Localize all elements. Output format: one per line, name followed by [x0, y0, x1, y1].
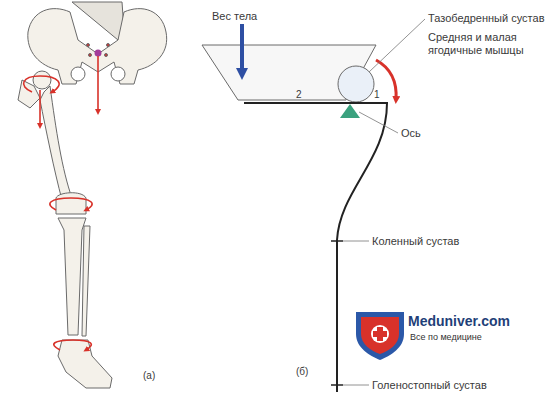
- watermark-logo-part: [361, 317, 399, 354]
- leg-skeleton-part: [107, 44, 110, 47]
- leg-skeleton-part: [71, 67, 85, 81]
- leg-skeleton-part: [87, 44, 90, 47]
- panel-letter: (б): [296, 366, 308, 378]
- leader-lines-part: [359, 112, 398, 133]
- leader-lines-part: [369, 19, 425, 72]
- watermark-logo: [356, 312, 404, 360]
- watermark-logo-part: [373, 327, 387, 341]
- part-label: Средняя и малая ягодичные мышцы: [428, 31, 540, 57]
- leader-lines-part: [343, 385, 369, 386]
- joint-ticks-part: [331, 384, 343, 386]
- force-arrows-part: [24, 76, 60, 92]
- leg-skeleton-part: [82, 226, 90, 336]
- watermark-logo-part: [371, 325, 389, 343]
- joint-ticks-part: [331, 240, 343, 242]
- leg-skeleton-part: [105, 54, 108, 57]
- watermark: Все по медицине: [410, 332, 482, 343]
- force-arrows: [24, 56, 98, 350]
- lever-arm-number: 2: [296, 89, 302, 101]
- force-arrows-part: [50, 198, 92, 210]
- leg-skeleton-part: [72, 2, 124, 40]
- part-label: Коленный сустав: [372, 235, 459, 248]
- leg-skeleton-part: [111, 67, 125, 81]
- leg-skeleton-part: [56, 193, 86, 214]
- leg-skeleton-part: [89, 54, 92, 57]
- force-arrows-part: [54, 340, 92, 350]
- part-label: Ось: [401, 127, 421, 140]
- leg-skeleton-part: [18, 80, 40, 108]
- joint-ticks: [331, 241, 343, 385]
- leader-lines: [343, 19, 425, 385]
- part-label: Голеностопный сустав: [372, 379, 487, 392]
- force-arrows-part: [97, 56, 99, 112]
- leg-skeleton-part: [58, 218, 86, 335]
- fulcrum-triangle: [340, 104, 360, 118]
- leg-skeleton-part: [33, 71, 51, 89]
- lever-bar: [244, 102, 388, 104]
- lever-arm-number: 1: [374, 89, 380, 101]
- hip-joint-circle: [338, 66, 374, 102]
- body-weight-arrow: [240, 24, 244, 74]
- center-of-mass: [95, 50, 102, 57]
- part-label: Тазобедренный сустав: [428, 12, 544, 25]
- leg-skeleton: [18, 2, 167, 388]
- leader-lines-part: [343, 241, 369, 242]
- force-arrows-part: [39, 90, 41, 126]
- leg-skeleton-part: [40, 86, 72, 200]
- watermark-logo-part: [356, 312, 404, 360]
- panel-letter: (а): [143, 370, 155, 382]
- watermark: Meduniver.com: [408, 313, 510, 329]
- leg-skeleton-part: [58, 340, 112, 388]
- force-label: Вес тела: [212, 10, 257, 23]
